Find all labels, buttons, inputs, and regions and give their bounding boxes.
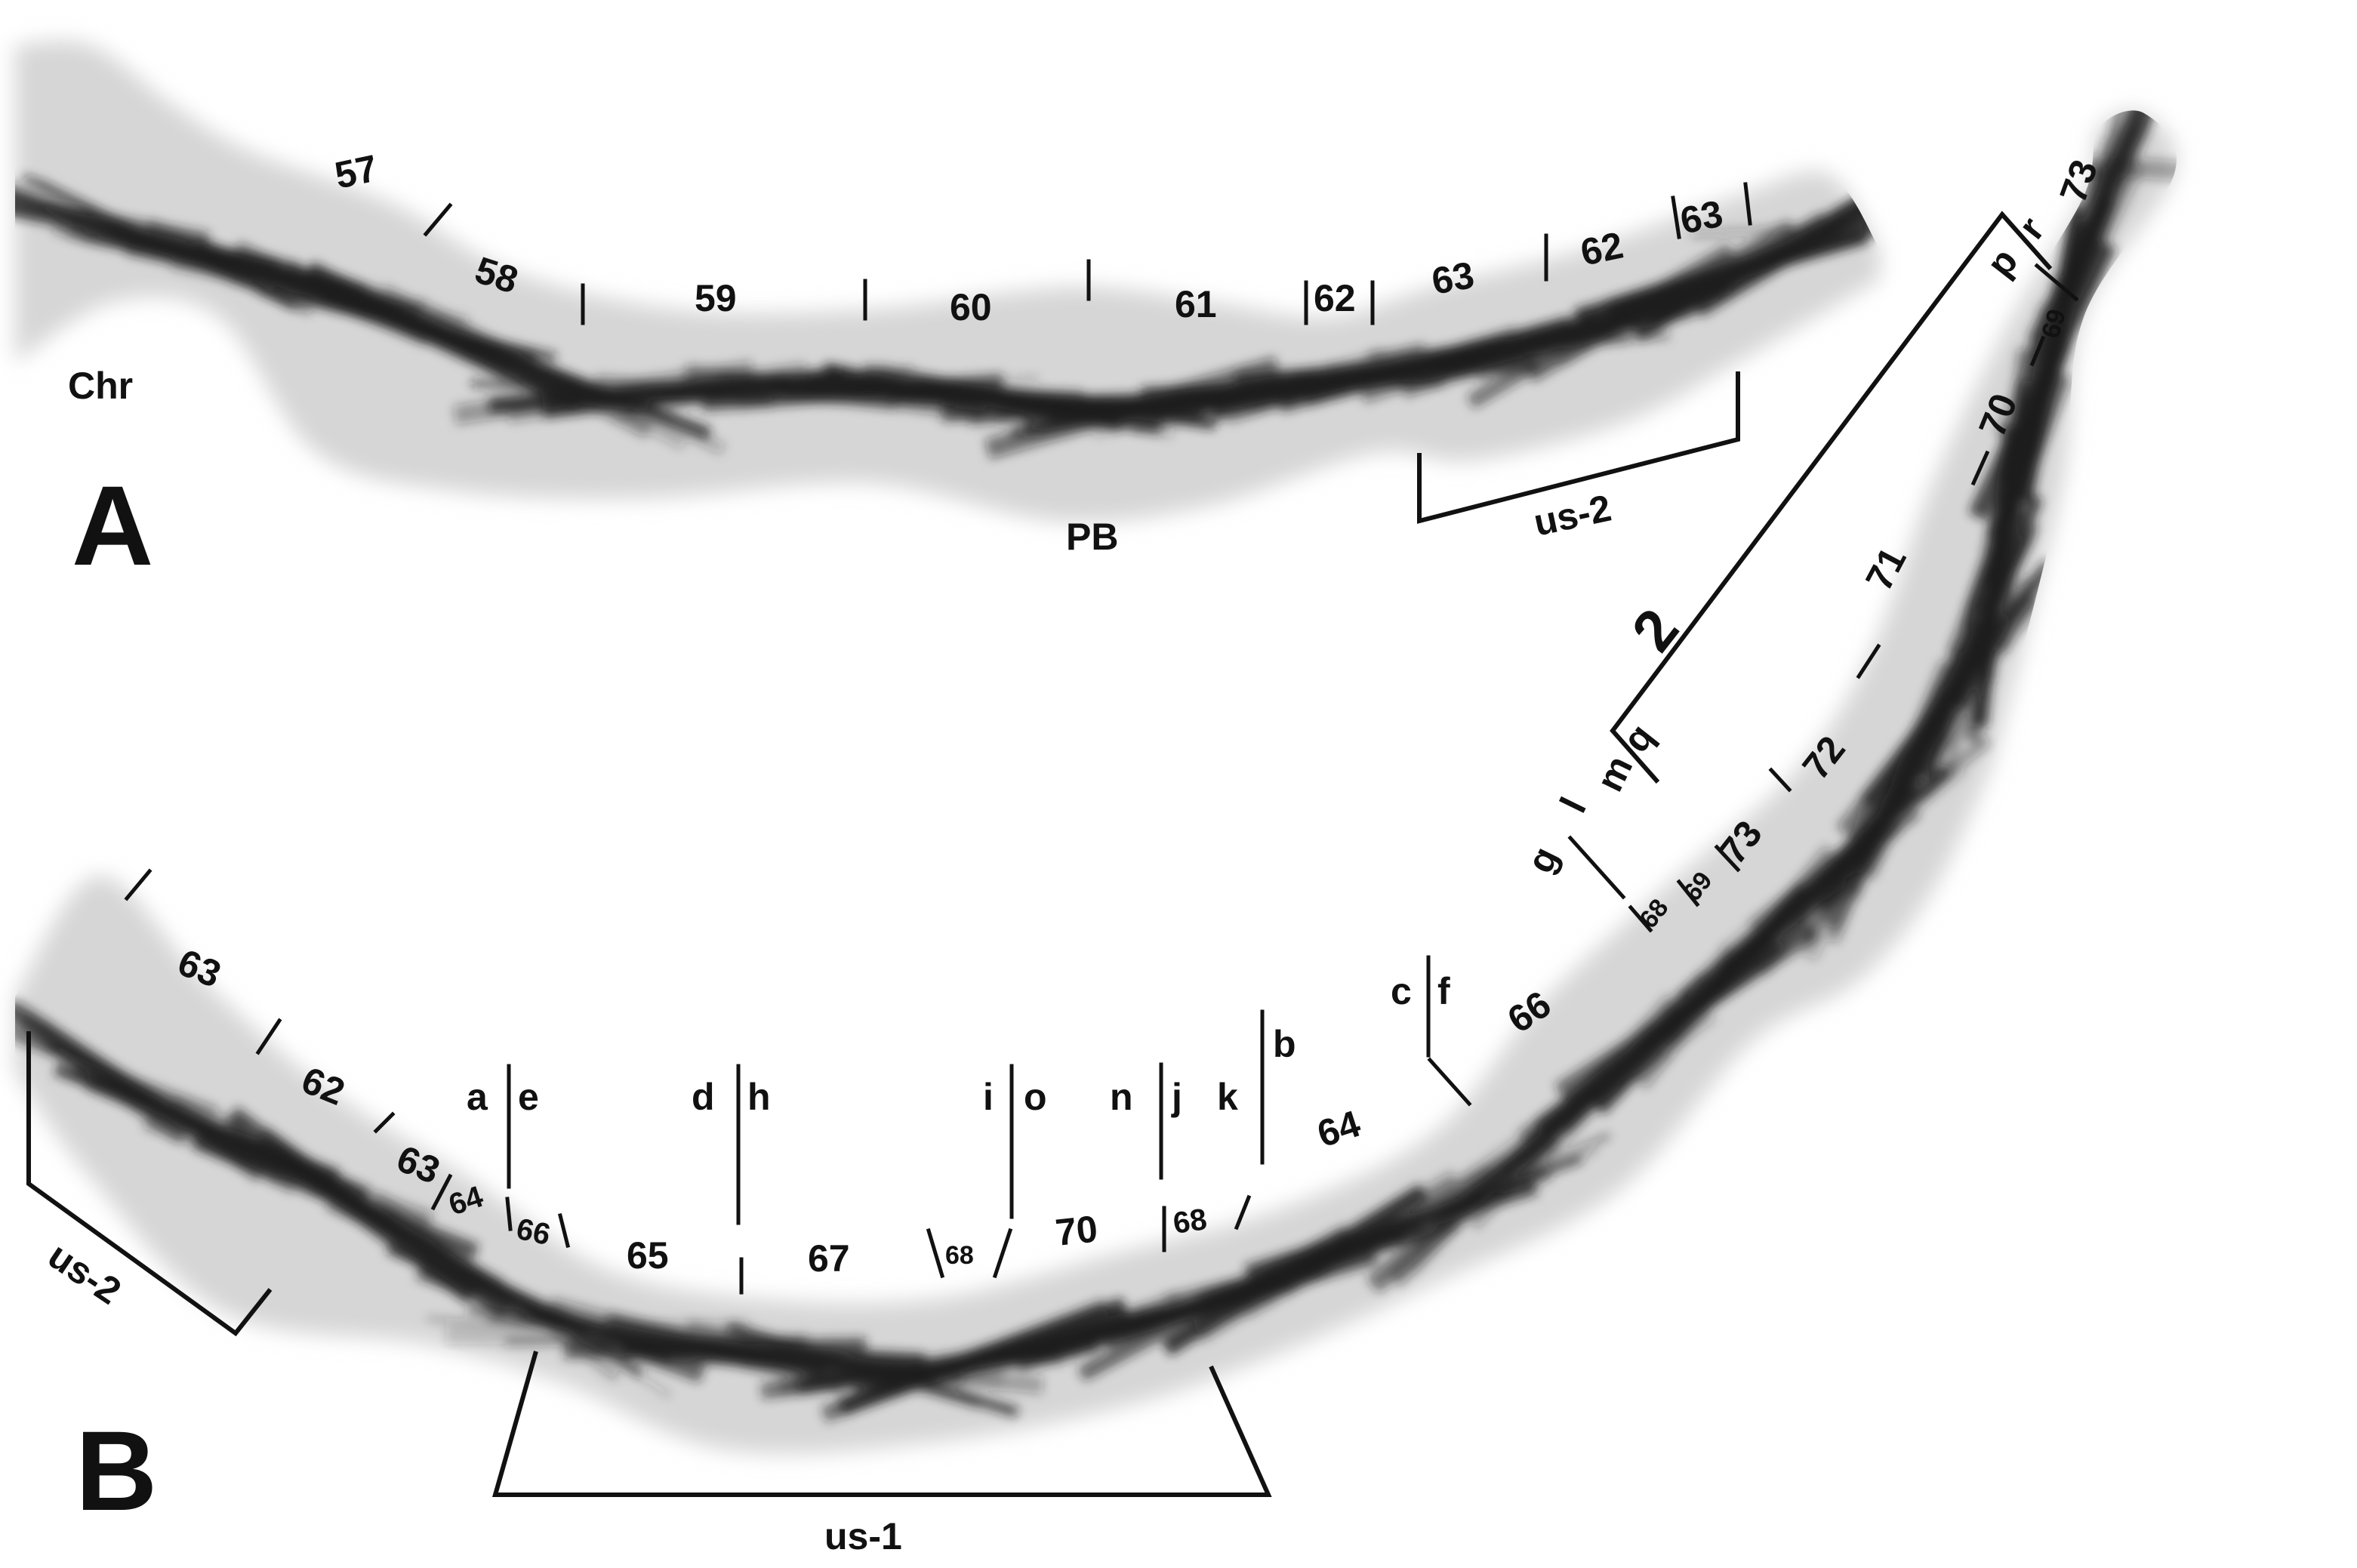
tick-b-62-63: [373, 1111, 396, 1134]
label-l: l: [1552, 791, 1594, 819]
label-o: o: [1024, 1076, 1047, 1118]
chromosome-band: [1693, 147, 1880, 318]
tick-a-57-58: [423, 202, 453, 237]
label-b-68a: 68: [945, 1241, 974, 1270]
label-b-66a: 66: [513, 1212, 553, 1252]
label-i: i: [983, 1076, 994, 1118]
tick-b-63-64: [430, 1173, 453, 1211]
chromosome-band: [1690, 214, 1880, 239]
tick-b-68c: [1628, 904, 1653, 933]
label-chr: Chr: [68, 365, 133, 407]
label-f: f: [1437, 970, 1450, 1012]
label-a-61: 61: [1175, 283, 1217, 325]
label-h: h: [747, 1076, 771, 1118]
label-n: n: [1110, 1076, 1133, 1118]
line-c-f-pointer: [1427, 1057, 1472, 1107]
bracket-b-us-2: [26, 1031, 273, 1337]
label-e: e: [518, 1076, 539, 1118]
tick-b-72-71: [1856, 643, 1881, 679]
tick-b-66-65: [557, 1212, 571, 1249]
tick-b-63-62: [255, 1018, 282, 1055]
chromosome-band: [2074, 110, 2145, 330]
bracket-a-us-2: [1417, 371, 1740, 524]
tick-b-69-pr: [2034, 263, 2079, 302]
chromosome-a: [15, 41, 1880, 522]
chromosome-b: [15, 110, 2177, 1454]
label-b-65: 65: [627, 1234, 669, 1277]
tick-b-68-64: [1234, 1194, 1252, 1231]
chromosome-a-bands: [15, 147, 1880, 460]
tick-b-70-69: [2029, 335, 2046, 367]
chromosome-b-bands: [15, 110, 2177, 1422]
label-p: p: [1979, 240, 2026, 285]
label-a-63: 63: [1677, 192, 1727, 242]
label-a-60: 60: [950, 286, 992, 328]
label-a: a: [467, 1076, 488, 1118]
tick-b-73-72: [1768, 767, 1792, 793]
label-a-62: 62: [1577, 223, 1627, 273]
tick-b-71-70: [1970, 450, 1990, 486]
chromosome-b-body: [15, 110, 2177, 1454]
label-a-us-2: us-2: [1530, 487, 1615, 544]
label-a-62-inv: 62: [1314, 277, 1356, 319]
label-a-57: 57: [331, 146, 381, 196]
label-b-68b: 68: [1171, 1203, 1209, 1240]
tick-b-68-70: [992, 1228, 1013, 1279]
label-a-59: 59: [695, 277, 737, 319]
tick-a-62-63b: [1671, 196, 1681, 239]
tick-b-67-68: [926, 1228, 945, 1279]
label-b: b: [1273, 1023, 1296, 1065]
bracket-b-2: [1610, 211, 2053, 784]
label-pb: PB: [1066, 516, 1118, 558]
tick-a-63-end: [1743, 182, 1752, 226]
label-b-70a: 70: [1053, 1207, 1099, 1254]
tick-b-64-66: [505, 1197, 513, 1231]
label-b-us-1: us-1: [824, 1515, 902, 1557]
label-j: j: [1171, 1076, 1182, 1118]
panel-label-b: B: [75, 1407, 157, 1534]
label-g: g: [1519, 840, 1567, 879]
label-two: 2: [1619, 596, 1691, 663]
label-b-64b: 64: [1312, 1102, 1365, 1156]
label-d: d: [692, 1076, 715, 1118]
bracket-b-us-1: [492, 1351, 1272, 1497]
label-b-67: 67: [808, 1237, 850, 1280]
label-k: k: [1217, 1076, 1238, 1118]
label-c: c: [1391, 970, 1412, 1012]
tick-b-68-69: [1676, 879, 1700, 907]
panel-label-a: A: [72, 462, 153, 589]
tick-b-start: [124, 868, 153, 901]
line-g-l: [1567, 835, 1626, 900]
tick-b-69-73: [1714, 844, 1741, 873]
label-a-63-inv: 63: [1428, 254, 1477, 303]
